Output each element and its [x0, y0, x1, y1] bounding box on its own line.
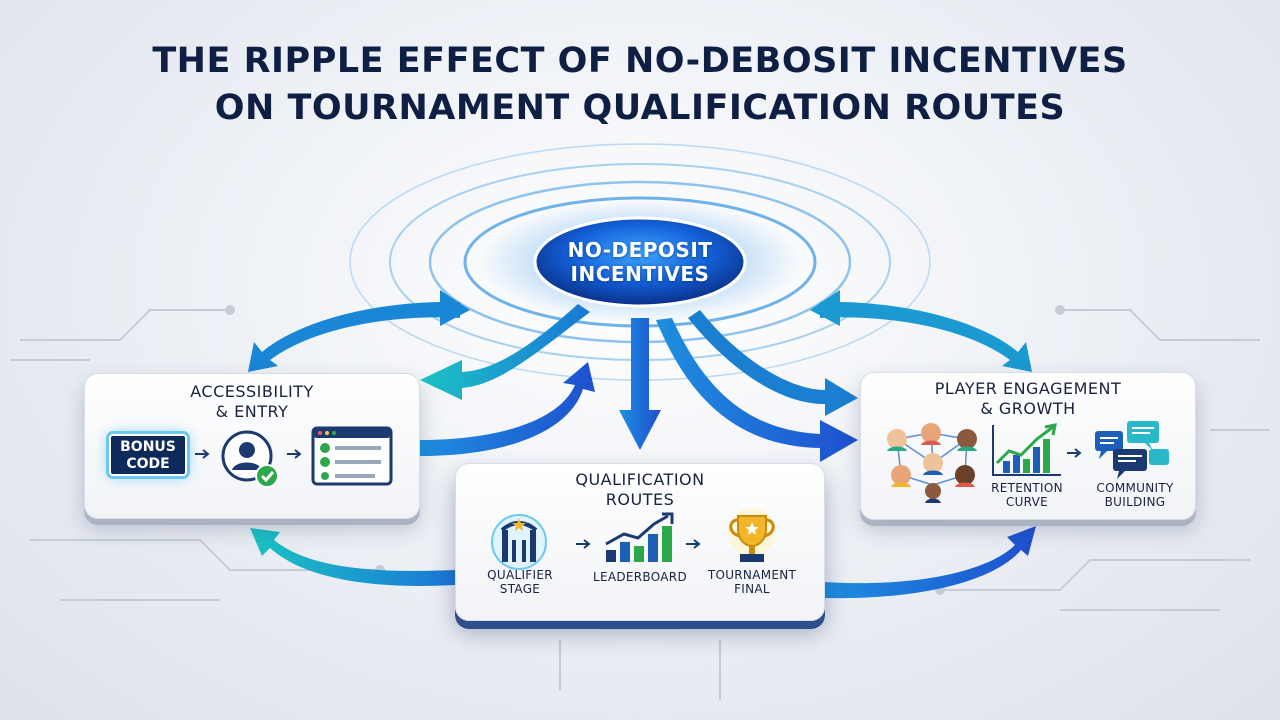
- bonus-code-line-2: CODE: [126, 456, 170, 472]
- arrow-right-icon: [1067, 448, 1082, 458]
- qualifier-stage-label: QUALIFIER STAGE: [470, 568, 570, 596]
- arrow-access-to-hub: [420, 362, 595, 456]
- tournament-final-line-1: TOURNAMENT: [707, 568, 797, 582]
- arrow-hub-to-engagement-upper: [688, 310, 858, 416]
- tournament-final-line-2: FINAL: [734, 582, 770, 596]
- card-qualification-title-line-2: ROUTES: [605, 490, 675, 509]
- checklist-window-icon: [311, 426, 393, 486]
- arrow-hub-to-engagement: [656, 318, 858, 462]
- retention-curve-line-2: CURVE: [1005, 495, 1049, 509]
- card-accessibility-title: ACCESSIBILITY & ENTRY: [85, 382, 419, 422]
- bonus-code-line-1: BONUS: [120, 439, 176, 455]
- hub-label-line-1: NO-DEPOSIT: [567, 238, 713, 262]
- card-accessibility-title-line-1: ACCESSIBILITY: [190, 382, 314, 401]
- diagram-title: THE RIPPLE EFFECT OF NO-DEBOSIT INCENTIV…: [0, 38, 1280, 132]
- arrow-qualification-to-access: [250, 528, 455, 586]
- retention-curve-label: RETENTION CURVE: [977, 481, 1077, 509]
- community-building-line-1: COMMUNITY: [1096, 481, 1174, 495]
- retention-curve-chart-icon: [992, 423, 1061, 476]
- title-line-2: ON TOURNAMENT QUALIFICATION ROUTES: [214, 88, 1066, 128]
- card-qualification-routes: QUALIFICATION ROUTES QUALIFIER STAGE LEA…: [455, 463, 825, 621]
- arrow-right-icon: [287, 449, 302, 459]
- title-line-1: THE RIPPLE EFFECT OF NO-DEBOSIT INCENTIV…: [152, 41, 1128, 81]
- hub-disc: [533, 216, 747, 308]
- bonus-code-chip: BONUS CODE: [109, 434, 187, 476]
- card-accessibility-title-line-2: & ENTRY: [215, 402, 289, 421]
- card-accessibility-entry: ACCESSIBILITY & ENTRY BONUS CODE: [84, 373, 420, 519]
- circuit-lines: [10, 305, 1270, 700]
- arrow-hub-to-qualification: [619, 318, 661, 450]
- qualifier-stage-line-1: QUALIFIER: [487, 568, 553, 582]
- card-engagement-title-line-1: PLAYER ENGAGEMENT: [934, 379, 1122, 398]
- tournament-final-label: TOURNAMENT FINAL: [696, 568, 808, 596]
- hub-label: NO-DEPOSIT INCENTIVES: [530, 238, 750, 286]
- card-engagement-title: PLAYER ENGAGEMENT & GROWTH: [861, 379, 1195, 419]
- leaderboard-chart-icon: [605, 512, 674, 562]
- card-qualification-title-line-1: QUALIFICATION: [575, 470, 705, 489]
- leaderboard-label: LEADERBOARD: [593, 570, 687, 584]
- arrow-right-icon: [195, 449, 210, 459]
- trophy-icon: [728, 508, 776, 562]
- card-engagement-title-line-2: & GROWTH: [980, 399, 1076, 418]
- hub-label-line-2: INCENTIVES: [570, 262, 710, 286]
- retention-curve-line-1: RETENTION: [991, 481, 1063, 495]
- user-check-icon: [221, 430, 279, 488]
- arrow-hub-to-access: [420, 304, 590, 400]
- arrow-top-right: [810, 290, 1032, 372]
- community-building-line-2: BUILDING: [1104, 495, 1166, 509]
- card-player-engagement: PLAYER ENGAGEMENT & GROWTH: [860, 372, 1196, 520]
- arrow-right-icon: [576, 539, 591, 549]
- qualifier-stage-line-2: STAGE: [499, 582, 541, 596]
- arrow-right-icon: [686, 539, 701, 549]
- chat-bubbles-icon: [1095, 421, 1169, 479]
- arrow-qualification-to-engagement: [823, 526, 1036, 599]
- arrow-top-left: [248, 290, 470, 372]
- qualifier-gate-icon: [491, 514, 547, 570]
- card-qualification-title: QUALIFICATION ROUTES: [456, 470, 824, 510]
- player-network-icon: [887, 423, 977, 503]
- community-building-label: COMMUNITY BUILDING: [1085, 481, 1185, 509]
